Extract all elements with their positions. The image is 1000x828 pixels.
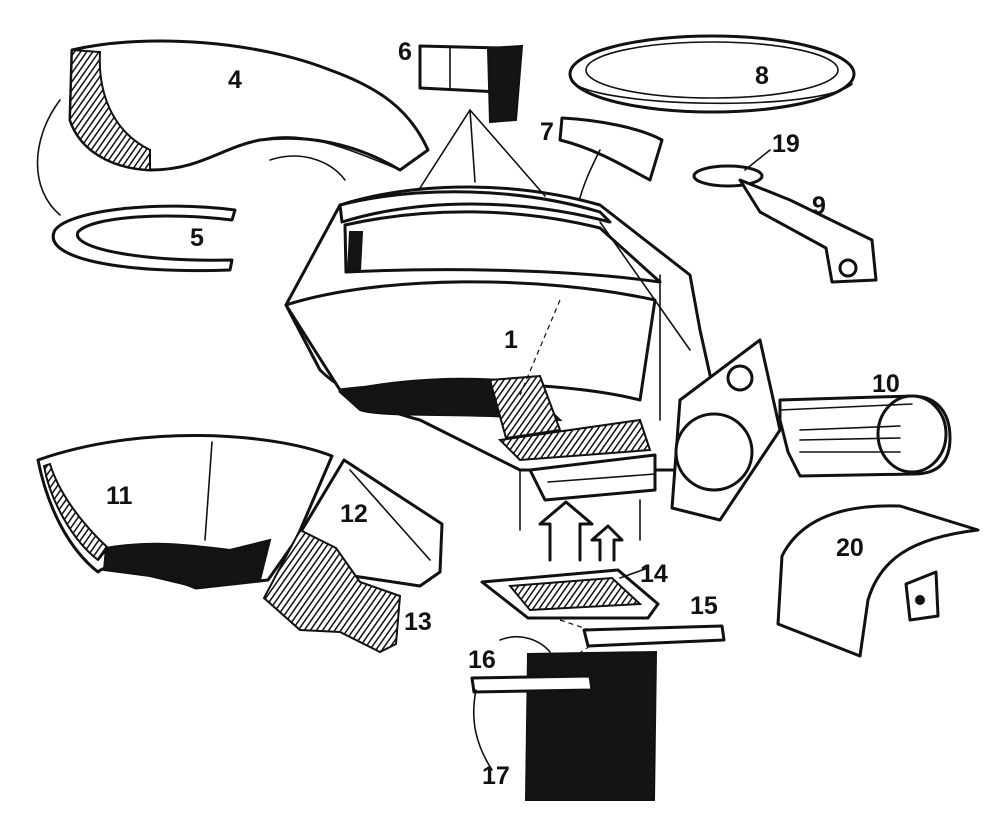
part-1-main-housing [284,185,782,541]
label-11: 11 [106,482,133,510]
label-14: 14 [640,560,668,588]
part-15-bar [559,619,726,648]
label-8: 8 [755,62,769,90]
part-9-bracket [692,149,878,284]
label-7: 7 [540,118,554,146]
label-17: 17 [482,762,510,790]
part-10-cylinder [778,394,952,478]
upward-arrows [538,500,624,562]
part-11-shell-segment [36,434,334,590]
label-13: 13 [404,608,432,636]
label-15: 15 [690,592,718,620]
pointer-arrows [419,109,546,197]
label-4: 4 [228,66,242,94]
part-4-curved-band [36,39,430,216]
part-16-dark-plate [470,636,658,801]
label-12: 12 [340,500,368,528]
label-5: 5 [190,224,204,252]
label-1: 1 [504,326,518,354]
part-8-ring [568,34,856,114]
part-6-bracket [418,44,524,124]
label-9: 9 [812,192,826,220]
label-6: 6 [398,38,412,66]
label-10: 10 [872,370,900,398]
label-19: 19 [772,130,800,158]
part-13-hatched-plate [262,528,402,654]
part-7-curved-strip [558,116,664,206]
label-20: 20 [836,534,864,562]
label-16: 16 [468,646,496,674]
part-14-tray [480,567,660,620]
part-20-cover [776,504,980,658]
part-5-split-ring [51,204,237,273]
